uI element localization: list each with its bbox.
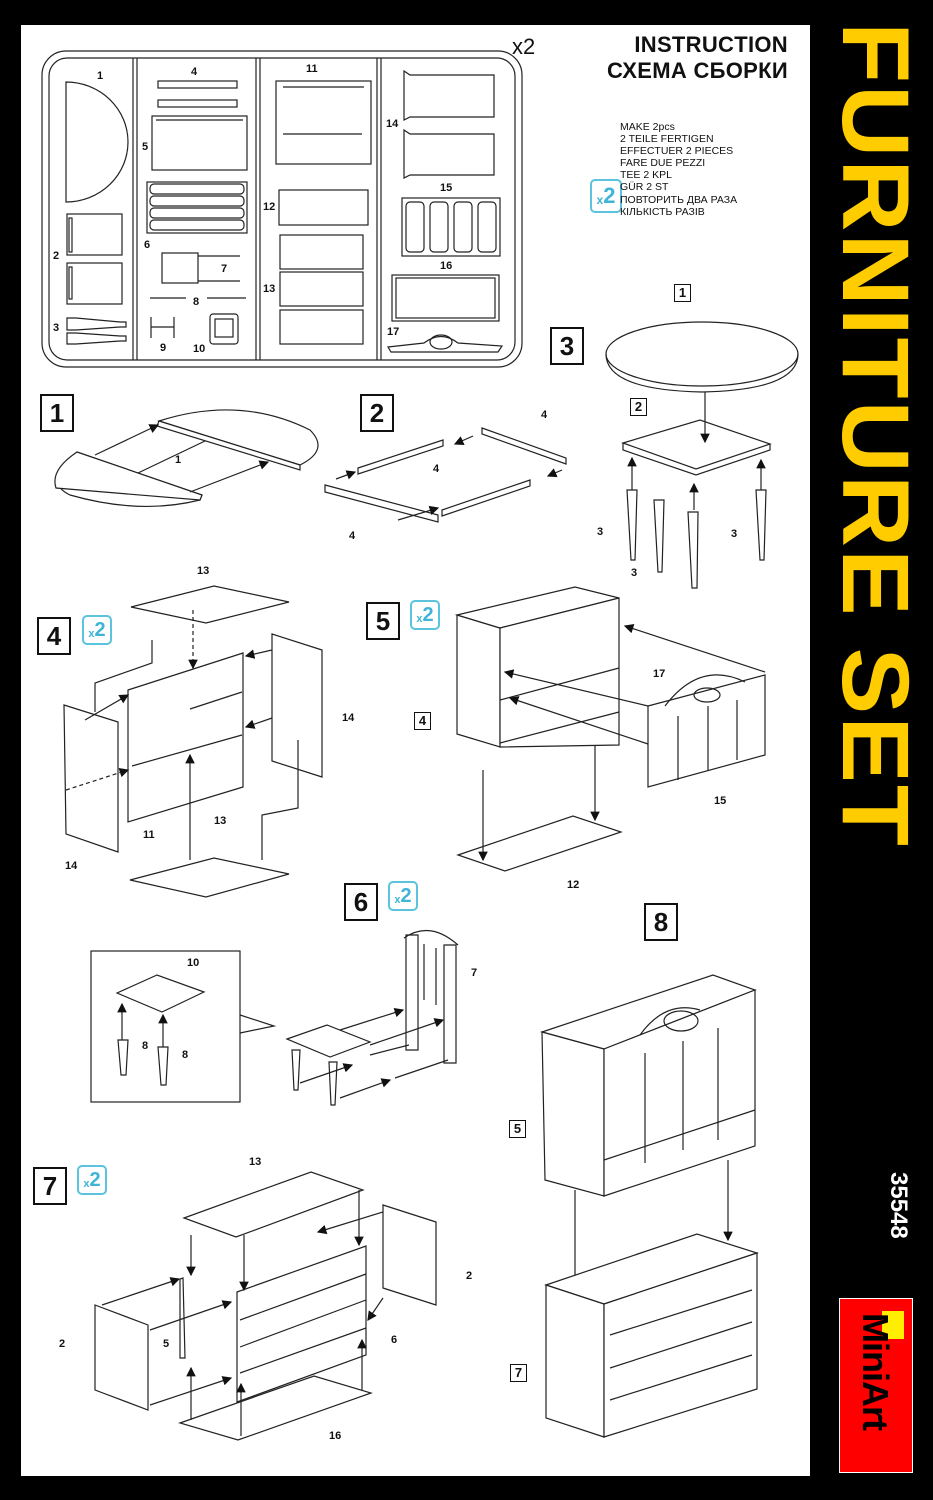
step-8-callout-7: 7 bbox=[510, 1364, 527, 1382]
step-4-label: 13 bbox=[197, 565, 210, 577]
step-7-label: 5 bbox=[163, 1338, 170, 1350]
legend-line: ПОВТОРИТЬ ДВА РАЗА bbox=[620, 193, 738, 206]
furniture-set-title: FURNITURE SET bbox=[821, 22, 929, 848]
sprue-part-17: 17 bbox=[387, 326, 400, 338]
legend-line: EFFECTUER 2 PIECES bbox=[620, 145, 734, 158]
step-5-label: 15 bbox=[714, 795, 727, 807]
step-5-x2-icon: x2 bbox=[410, 600, 440, 630]
logo-yellow-square bbox=[882, 1311, 904, 1339]
sprue-part-10: 10 bbox=[193, 343, 206, 355]
legend-line: 2 TEILE FERTIGEN bbox=[620, 133, 714, 146]
step-3-label: 3 bbox=[631, 567, 638, 579]
step-4-label: 13 bbox=[214, 815, 227, 827]
step-6-number: 6 bbox=[344, 883, 378, 921]
kit-number: 35548 bbox=[885, 1172, 912, 1239]
miniart-logo: MiniArt bbox=[839, 1298, 913, 1473]
step-3-label: 3 bbox=[597, 526, 604, 538]
sprue-part-9: 9 bbox=[160, 342, 167, 354]
step-7-number: 7 bbox=[33, 1167, 67, 1205]
step-6-x2-icon: x2 bbox=[388, 881, 418, 911]
sprue-part-16: 16 bbox=[440, 260, 453, 272]
step-7-label: 13 bbox=[249, 1156, 262, 1168]
legend-line: КІЛЬКІСТЬ РАЗІВ bbox=[620, 205, 705, 218]
sprue-multiplier: x2 bbox=[512, 34, 536, 59]
sprue-part-5: 5 bbox=[142, 141, 149, 153]
step-7-label: 6 bbox=[391, 1334, 398, 1346]
sprue-part-4: 4 bbox=[191, 66, 198, 78]
step-4-number: 4 bbox=[37, 617, 71, 655]
step-6-label: 7 bbox=[471, 967, 478, 979]
step-6-label: 8 bbox=[142, 1040, 149, 1052]
sprue-part-8: 8 bbox=[193, 296, 200, 308]
step-4-label: 14 bbox=[65, 860, 78, 872]
sprue-part-15: 15 bbox=[440, 182, 453, 194]
sprue-part-2: 2 bbox=[53, 250, 60, 262]
sprue-part-11: 11 bbox=[306, 63, 318, 75]
step-3-label: 3 bbox=[731, 528, 738, 540]
step-4-x2-icon: xx22 bbox=[82, 615, 112, 645]
sprue-part-7: 7 bbox=[221, 263, 228, 275]
sprue-part-13: 13 bbox=[263, 283, 276, 295]
legend-line: GÜR 2 ST bbox=[620, 181, 669, 194]
legend-line: FARE DUE PEZZI bbox=[620, 157, 706, 170]
step-7-label: 2 bbox=[466, 1270, 473, 1282]
step-4-label: 11 bbox=[143, 829, 155, 841]
sprue-part-3: 3 bbox=[53, 322, 60, 334]
step-1-number: 1 bbox=[40, 394, 74, 432]
step-7-label: 16 bbox=[329, 1430, 342, 1442]
legend-x2-icon: x2 bbox=[590, 179, 622, 213]
step-5-number: 5 bbox=[366, 602, 400, 640]
step-2-label: 4 bbox=[433, 463, 440, 475]
step-6-label: 10 bbox=[187, 957, 200, 969]
logo-text: MiniArt bbox=[855, 1313, 896, 1430]
step-3-callout-1: 1 bbox=[674, 284, 691, 302]
step-3-number: 3 bbox=[550, 327, 584, 365]
sprue-part-14: 14 bbox=[386, 118, 399, 130]
step-5-callout-4: 4 bbox=[414, 712, 431, 730]
step-2-label: 4 bbox=[541, 409, 548, 421]
legend-line: TEE 2 KPL bbox=[620, 169, 672, 182]
step-4-label: 14 bbox=[342, 712, 355, 724]
sprue-part-6: 6 bbox=[144, 239, 151, 251]
step-8-callout-5: 5 bbox=[509, 1120, 526, 1138]
step-2-label: 4 bbox=[349, 530, 356, 542]
title-english: INSTRUCTION bbox=[634, 32, 788, 57]
step-3-callout-2: 2 bbox=[630, 398, 647, 416]
sprue-part-12: 12 bbox=[263, 201, 276, 213]
step-2-number: 2 bbox=[360, 394, 394, 432]
step-5-label: 17 bbox=[653, 668, 666, 680]
instruction-title: INSTRUCTION СХЕМА СБОРКИ bbox=[560, 32, 788, 84]
sprue-part-1: 1 bbox=[97, 70, 104, 82]
multi-language-legend: MAKE 2pcs 2 TEILE FERTIGEN EFFECTUER 2 P… bbox=[620, 121, 737, 218]
step-5-label: 12 bbox=[567, 879, 580, 891]
step-7-label: 2 bbox=[59, 1338, 66, 1350]
title-russian: СХЕМА СБОРКИ bbox=[606, 58, 788, 83]
step-7-x2-icon: x2 bbox=[77, 1165, 107, 1195]
step-1-label: 1 bbox=[175, 454, 182, 466]
legend-line: MAKE 2pcs bbox=[620, 121, 675, 133]
step-8-number: 8 bbox=[644, 903, 678, 941]
step-6-label: 8 bbox=[182, 1049, 189, 1061]
